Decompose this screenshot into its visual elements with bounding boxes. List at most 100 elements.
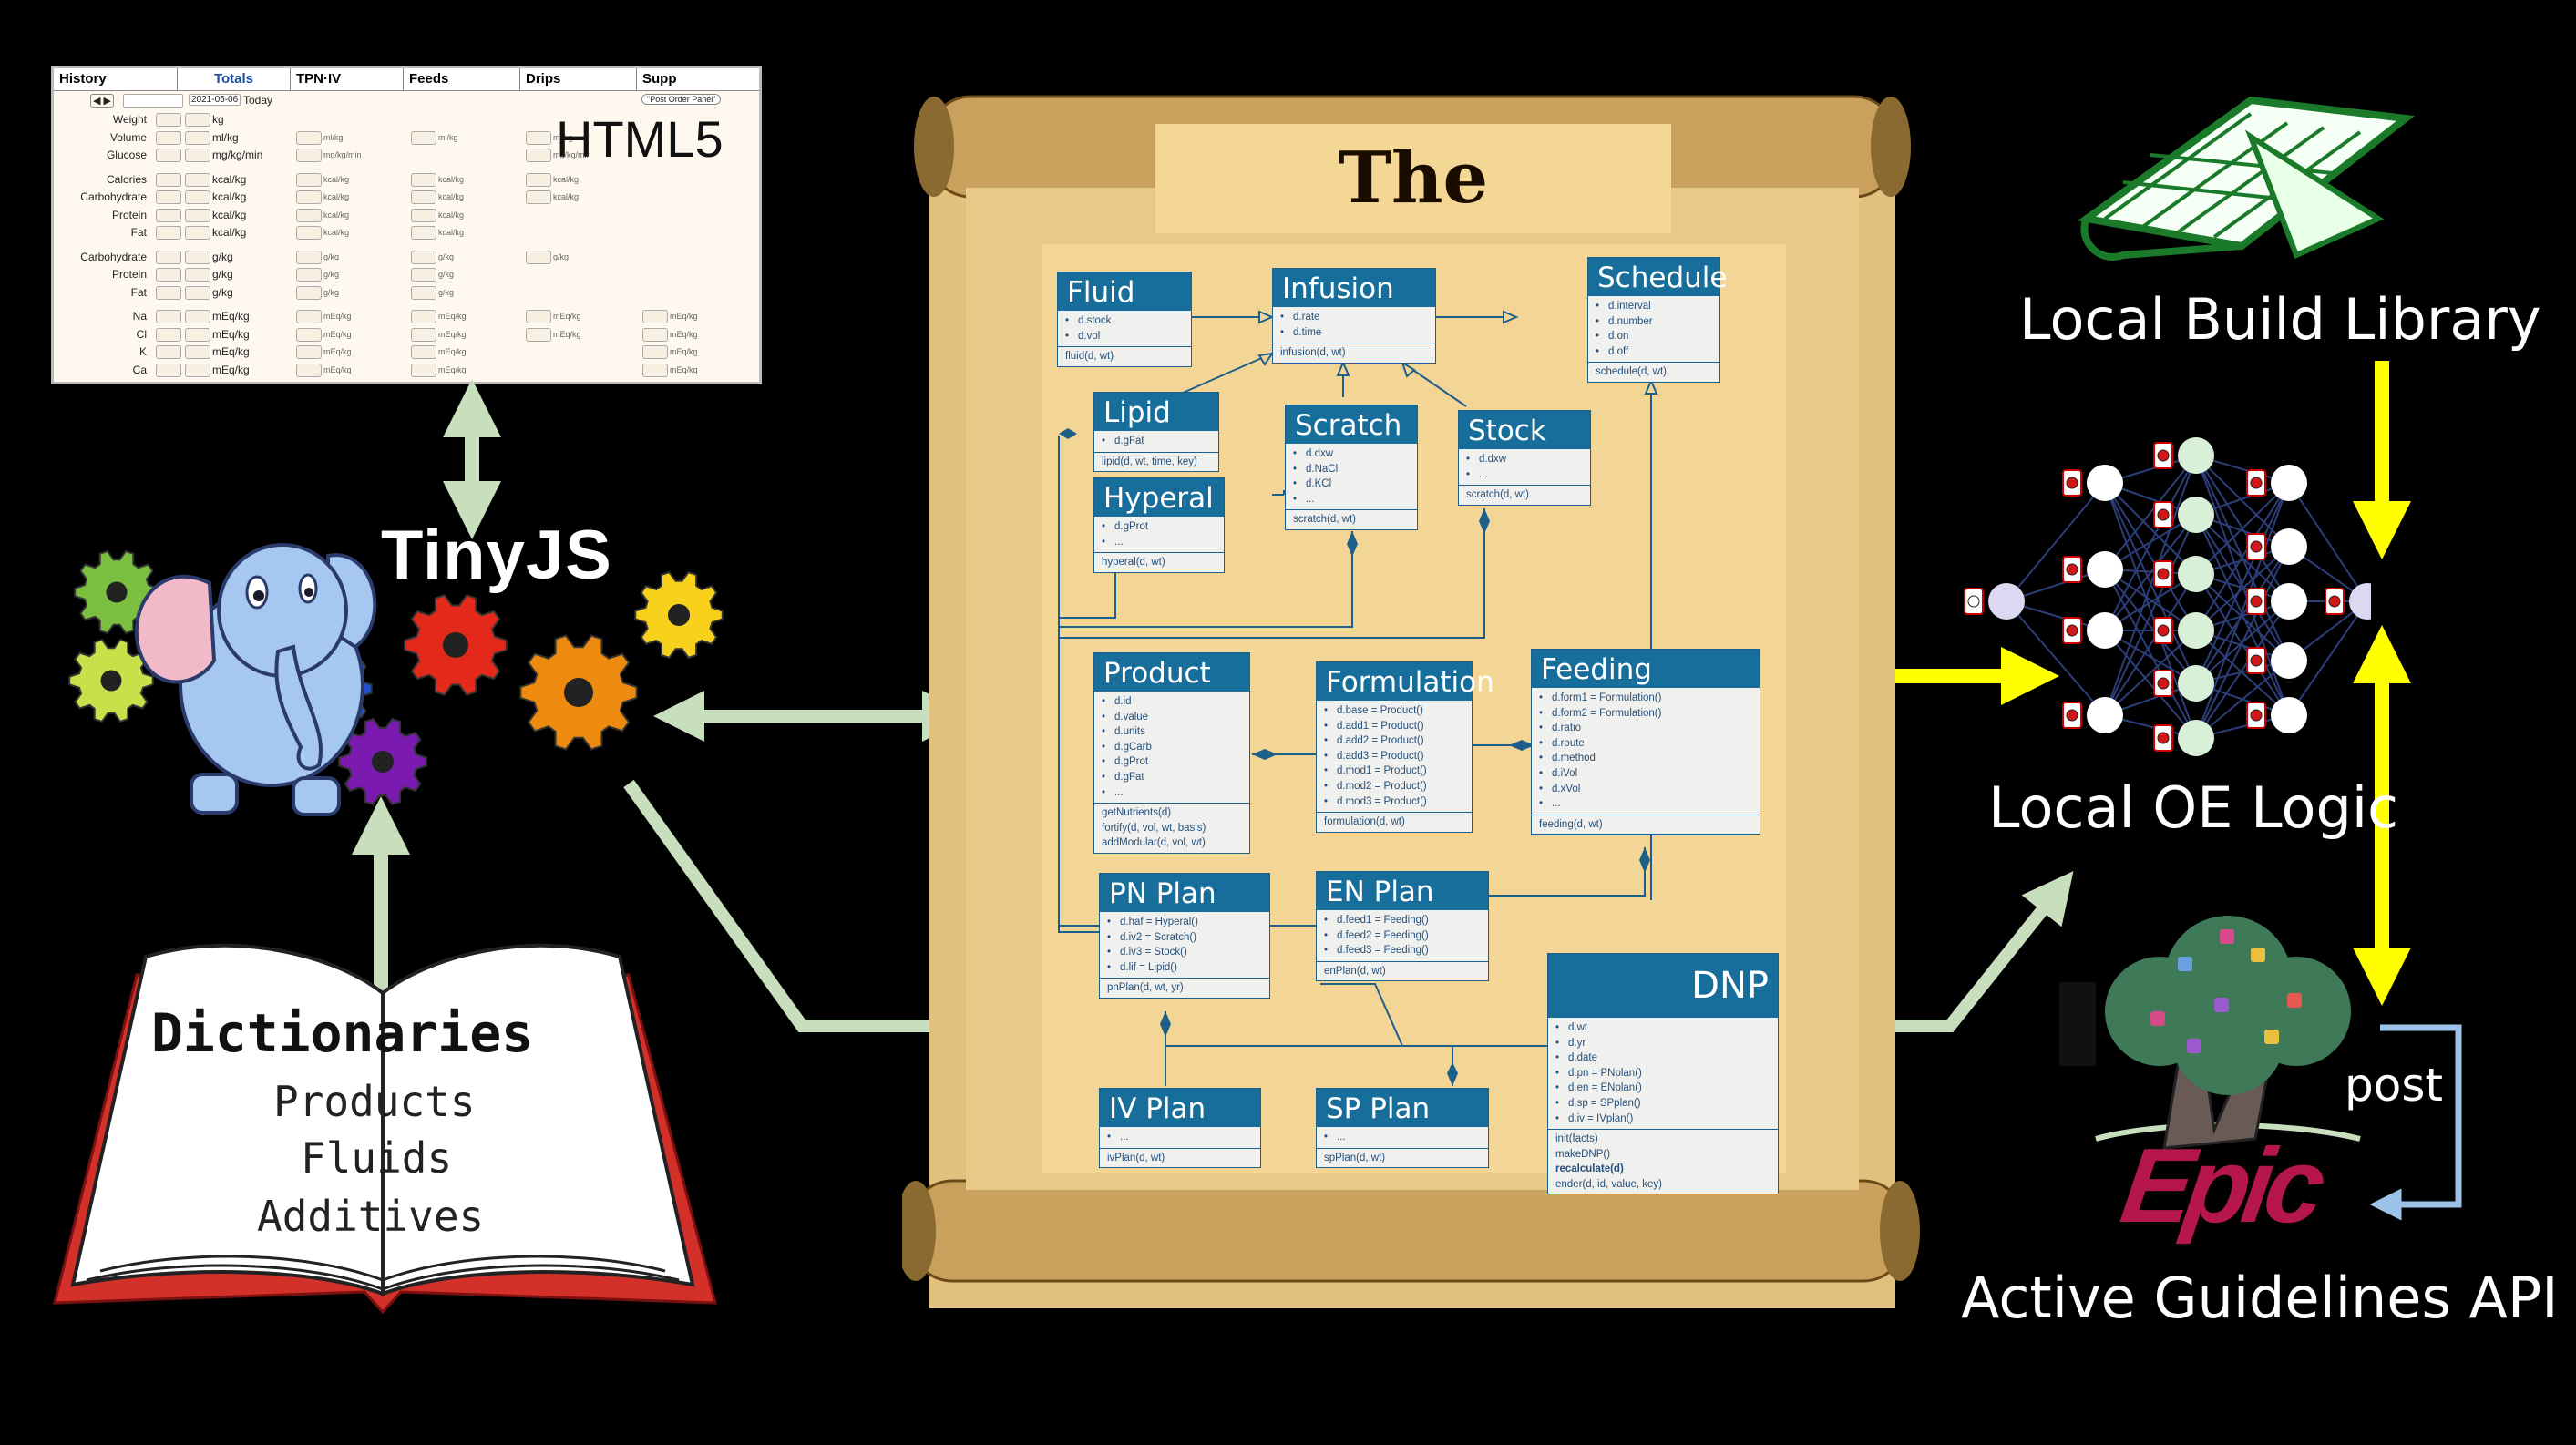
feeds-input[interactable]: [411, 172, 436, 187]
gear-icon: [68, 638, 154, 723]
feeds-input[interactable]: [411, 190, 436, 204]
value-input[interactable]: [156, 226, 181, 240]
uml-attribute: d.lif = Lipid(): [1120, 960, 1264, 976]
value-input[interactable]: [185, 310, 210, 323]
value-input[interactable]: [156, 113, 181, 127]
value-input[interactable]: [185, 363, 210, 377]
value-input[interactable]: [156, 310, 181, 323]
drips-input[interactable]: [526, 149, 551, 162]
network-node: [2246, 465, 2307, 501]
date-row: ◀ ▶ 2021-05-06 Today "Post Order Panel": [54, 91, 759, 111]
tab-supp[interactable]: Supp: [642, 71, 677, 87]
uml-attribute: d.time: [1293, 325, 1430, 341]
value-input[interactable]: [185, 250, 210, 264]
supp-input[interactable]: [642, 310, 668, 323]
tab-history[interactable]: History: [54, 68, 178, 90]
value-input[interactable]: [156, 172, 181, 187]
feeds-input[interactable]: [411, 268, 436, 282]
row-label: Volume: [109, 130, 147, 144]
tpn-input[interactable]: [296, 130, 322, 145]
supp-input[interactable]: [642, 345, 668, 359]
value-input[interactable]: [185, 190, 210, 204]
tpn-input[interactable]: [296, 285, 322, 300]
drips-input[interactable]: [526, 130, 551, 145]
tpn-unit: kcal/kg: [323, 228, 350, 237]
tpn-input[interactable]: [296, 345, 322, 359]
row-unit: kcal/kg: [212, 172, 247, 186]
value-input[interactable]: [156, 268, 181, 282]
date-blank-field[interactable]: [123, 94, 183, 108]
value-input[interactable]: [156, 130, 181, 145]
uml-attributes: d.haf = Hyperal()d.iv2 = Scratch()d.iv3 …: [1100, 912, 1269, 979]
feeds-input[interactable]: [411, 130, 436, 145]
tpn-input[interactable]: [296, 363, 322, 377]
post-order-panel-button[interactable]: "Post Order Panel": [641, 94, 722, 105]
value-input[interactable]: [156, 250, 181, 264]
drips-input[interactable]: [526, 250, 551, 264]
value-input[interactable]: [185, 345, 210, 359]
drips-input[interactable]: [526, 327, 551, 342]
tab-tpn-iv[interactable]: TPN·IV: [291, 68, 404, 90]
value-input[interactable]: [185, 113, 210, 127]
value-input[interactable]: [156, 363, 181, 377]
html5-label: HTML5: [556, 110, 724, 168]
value-input[interactable]: [156, 345, 181, 359]
date-field[interactable]: 2021-05-06: [189, 94, 241, 106]
feeds-input[interactable]: [411, 345, 436, 359]
tpn-input[interactable]: [296, 310, 322, 323]
uml-method: lipid(d, wt, time, key): [1102, 456, 1197, 467]
tpn-input[interactable]: [296, 250, 322, 264]
uml-attribute: ...: [1114, 535, 1218, 550]
date-nav-buttons[interactable]: ◀ ▶: [90, 94, 114, 108]
value-input[interactable]: [156, 285, 181, 300]
row-unit: ml/kg: [212, 130, 239, 144]
value-input[interactable]: [185, 285, 210, 300]
feeds-input[interactable]: [411, 327, 436, 342]
value-input[interactable]: [185, 268, 210, 282]
tpn-input[interactable]: [296, 172, 322, 187]
today-button[interactable]: Today: [243, 94, 273, 107]
network-node: [2062, 697, 2123, 733]
value-input[interactable]: [185, 327, 210, 342]
value-input[interactable]: [156, 327, 181, 342]
value-input[interactable]: [156, 149, 181, 162]
tab-totals[interactable]: Totals: [178, 68, 291, 90]
value-input[interactable]: [156, 208, 181, 222]
tpn-input[interactable]: [296, 208, 322, 222]
drips-unit: kcal/kg: [553, 174, 580, 184]
feeds-input[interactable]: [411, 208, 436, 222]
value-input[interactable]: [185, 172, 210, 187]
feeds-input[interactable]: [411, 285, 436, 300]
uml-attribute: d.units: [1114, 724, 1244, 740]
feeds-input[interactable]: [411, 226, 436, 240]
feeds-input[interactable]: [411, 250, 436, 264]
uml-attribute: ...: [1306, 492, 1411, 507]
tpn-input[interactable]: [296, 149, 322, 162]
supp-input[interactable]: [642, 363, 668, 377]
drips-input[interactable]: [526, 190, 551, 204]
value-input[interactable]: [185, 208, 210, 222]
network-node: [2246, 528, 2307, 565]
drips-input[interactable]: [526, 310, 551, 323]
uml-attribute: d.mod3 = Product(): [1337, 794, 1466, 810]
value-input[interactable]: [185, 226, 210, 240]
tpn-input[interactable]: [296, 327, 322, 342]
tab-drips[interactable]: Drips: [520, 68, 637, 90]
value-input[interactable]: [156, 190, 181, 204]
book-title: Dictionaries: [151, 1002, 534, 1064]
tpn-input[interactable]: [296, 226, 322, 240]
value-input[interactable]: [185, 130, 210, 145]
value-input[interactable]: [185, 149, 210, 162]
supp-unit: mEq/kg: [670, 329, 698, 339]
drips-input[interactable]: [526, 172, 551, 187]
uml-attribute: d.gProt: [1114, 754, 1244, 770]
feeds-input[interactable]: [411, 363, 436, 377]
tpn-input[interactable]: [296, 268, 322, 282]
uml-attribute: d.gFat: [1114, 434, 1213, 449]
supp-input[interactable]: [642, 327, 668, 342]
feeds-input[interactable]: [411, 310, 436, 323]
tab-feeds[interactable]: Feeds: [404, 68, 520, 90]
tpn-input[interactable]: [296, 190, 322, 204]
